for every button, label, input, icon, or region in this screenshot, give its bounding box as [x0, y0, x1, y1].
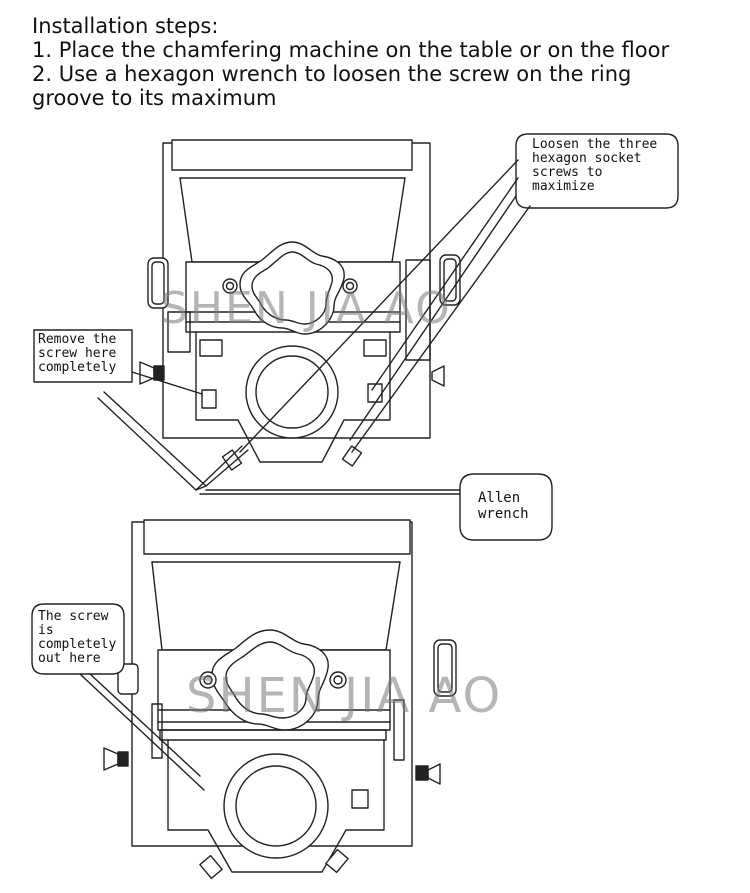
- bottom-left-screw: [199, 854, 223, 880]
- callout-remove-text: Remove the screw here completely: [38, 332, 117, 375]
- bottom-lower-body: [167, 739, 385, 873]
- bottom-top-plate: [143, 519, 411, 555]
- callout-loosen-leader-1: [239, 159, 519, 453]
- top-lower-body: [195, 331, 391, 463]
- top-right-wing-nut: [431, 365, 445, 387]
- callout-loosen-text: Loosen the three hexagon socket screws t…: [532, 137, 658, 194]
- callout-allen-text: Allen wrench: [478, 490, 529, 522]
- top-left-wing-nut: [139, 361, 155, 385]
- instruction-step-2-continued: groove to its maximum: [32, 86, 277, 110]
- callout-remove-leader: [131, 371, 203, 395]
- callout-screw-out-leader: [79, 673, 205, 791]
- top-left-knob: [147, 257, 169, 309]
- bottom-left-knob: [117, 663, 139, 695]
- bottom-machine: [103, 519, 457, 880]
- bottom-right-knob: [433, 639, 457, 697]
- top-machine: [139, 139, 461, 471]
- instructions-title: Installation steps:: [32, 14, 219, 38]
- top-right-socket-screw: [341, 445, 363, 467]
- instruction-step-2: 2. Use a hexagon wrench to loosen the sc…: [32, 62, 632, 86]
- callout-loosen-box: [515, 133, 679, 209]
- instruction-step-1: 1. Place the chamfering machine on the t…: [32, 38, 670, 62]
- callout-allen-box: [459, 473, 553, 541]
- top-left-socket-screw: [221, 449, 243, 471]
- allen-wrench: [97, 391, 207, 491]
- top-ring: [245, 345, 339, 439]
- watermark-bottom: SHEN JIA AO: [186, 668, 503, 724]
- top-right-knob: [439, 254, 461, 306]
- callout-remove-box: [33, 329, 133, 383]
- top-plate: [171, 139, 413, 171]
- bottom-left-wing-nut: [103, 747, 119, 771]
- bottom-right-screw: [325, 848, 349, 874]
- callout-loosen-leader-3: [351, 205, 531, 453]
- bottom-right-wing-nut: [427, 763, 441, 785]
- bottom-ring: [223, 753, 329, 859]
- instructions: Installation steps: 1. Place the chamfer…: [32, 14, 744, 110]
- callout-screw-out-box: [31, 603, 125, 675]
- callout-loosen-leader-2: [371, 177, 519, 391]
- watermark-top: SHEN JIA AO: [160, 283, 452, 334]
- callout-screw-out-text: The screw is completely out here: [38, 609, 117, 666]
